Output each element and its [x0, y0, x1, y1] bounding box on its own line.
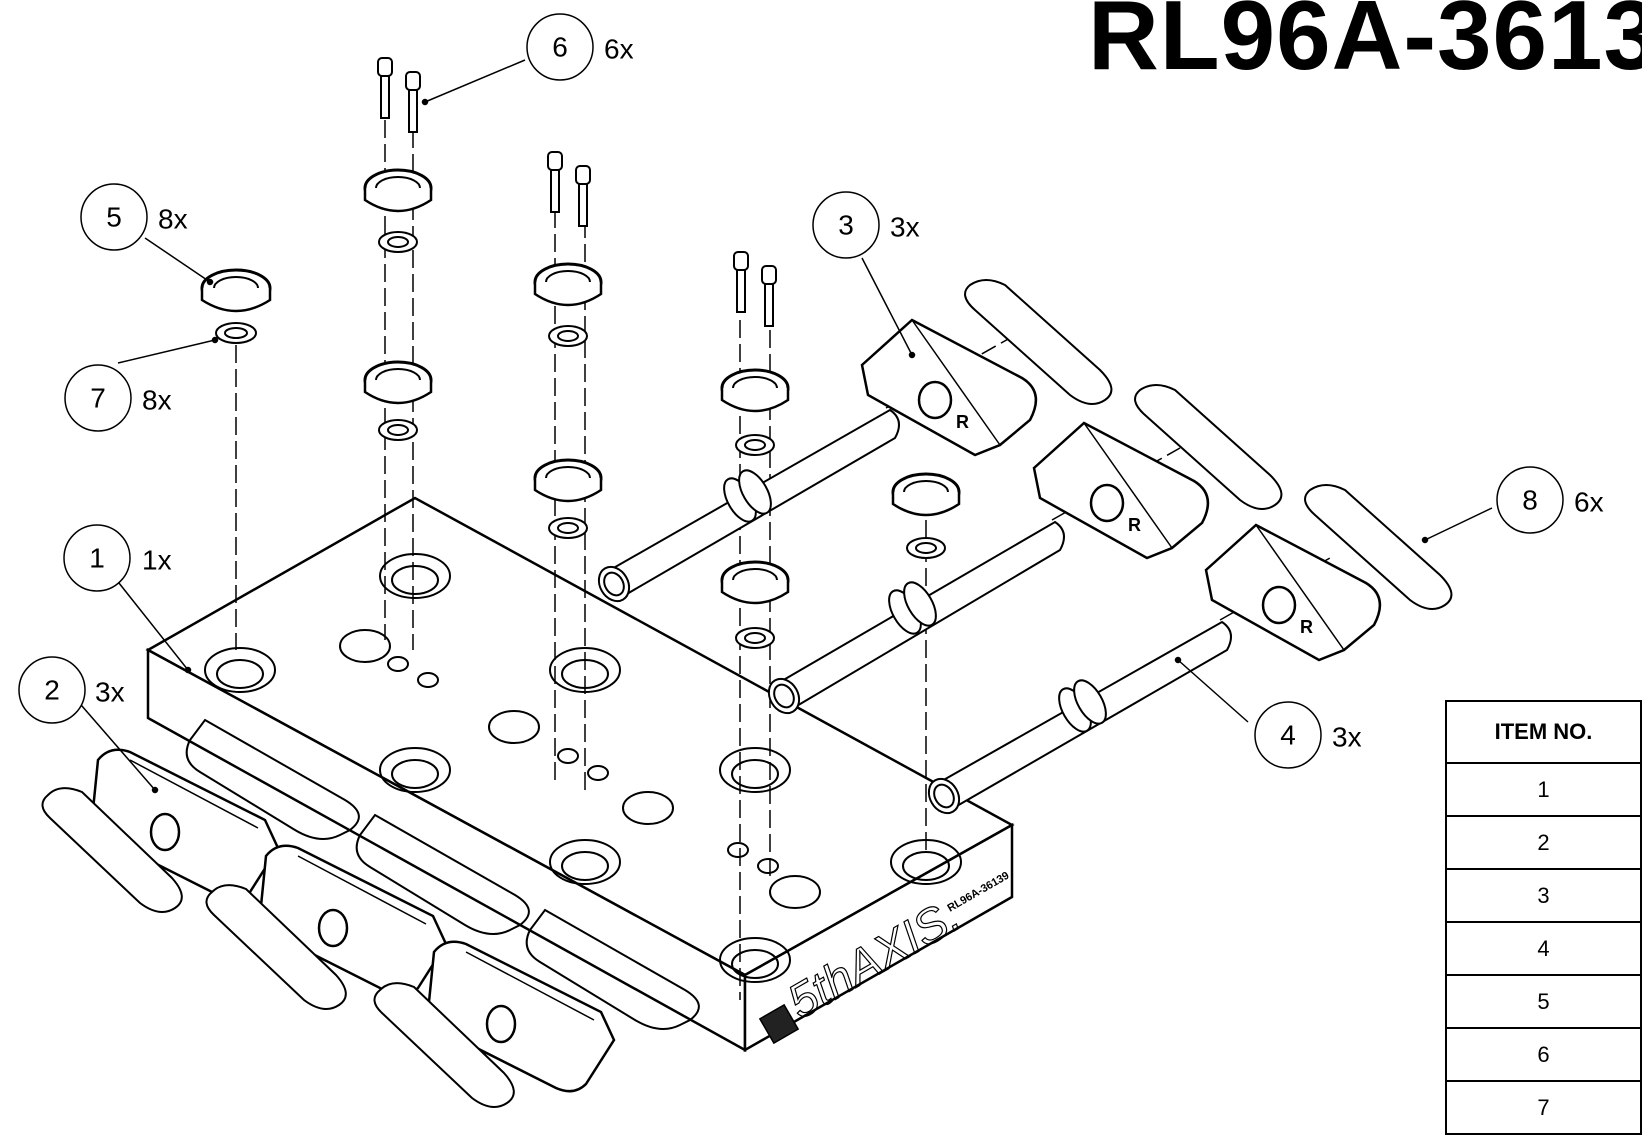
pull-pin-1 [597, 337, 1011, 603]
clamp-block-upper-3: R [1204, 523, 1382, 662]
balloon-7: 7 8x [64, 364, 172, 432]
balloon-2: 2 3x [18, 656, 125, 724]
seal-orings-upper [964, 279, 1453, 610]
balloon-6: 6 6x [526, 13, 634, 81]
balloon-7-number: 7 [90, 383, 106, 414]
fastener-stack-3 [533, 151, 603, 790]
balloon-5: 5 8x [80, 183, 188, 251]
bom-item: 2 [1445, 815, 1642, 870]
balloon-4: 4 3x [1254, 701, 1362, 769]
svg-text:R: R [1128, 515, 1141, 535]
balloon-1: 1 1x [63, 524, 172, 592]
balloon-6-qty: 6x [604, 34, 634, 65]
balloon-2-number: 2 [44, 675, 60, 706]
pull-pin-3 [927, 557, 1331, 815]
bom-item: 5 [1445, 974, 1642, 1029]
bom-item: 3 [1445, 868, 1642, 923]
balloon-8-number: 8 [1522, 485, 1538, 516]
plate-slots [185, 718, 700, 1030]
clamp-block-upper-1: R [860, 318, 1038, 457]
balloon-5-number: 5 [106, 202, 122, 233]
balloon-7-qty: 8x [142, 385, 172, 416]
fastener-stack-2 [363, 57, 433, 650]
bom-item: 6 [1445, 1027, 1642, 1082]
fastener-stack-1 [200, 268, 272, 650]
drawing-title: RL96A-36139 [1088, 0, 1642, 90]
seal-orings-lower [41, 787, 515, 1108]
balloon-3: 3 3x [812, 191, 920, 259]
balloon-8: 8 6x [1496, 466, 1604, 534]
balloon-3-number: 3 [838, 210, 854, 241]
clamp-block-upper-2: R [1032, 421, 1210, 560]
balloon-2-qty: 3x [95, 677, 125, 708]
balloon-4-qty: 3x [1332, 722, 1362, 753]
svg-text:R: R [1300, 617, 1313, 637]
bom-header-item-no: ITEM NO. [1445, 700, 1642, 764]
svg-text:R: R [956, 412, 969, 432]
clamp-blocks-lower [91, 748, 616, 1093]
bom-item: 7 [1445, 1080, 1642, 1135]
fastener-stack-5 [891, 472, 961, 850]
balloon-6-number: 6 [552, 32, 568, 63]
clamp-blocks-upper: R R R [860, 318, 1382, 662]
balloon-3-qty: 3x [890, 212, 920, 243]
leader-lines [74, 59, 1493, 794]
balloon-1-number: 1 [89, 543, 105, 574]
bom-item: 1 [1445, 762, 1642, 817]
balloon-1-qty: 1x [142, 545, 172, 576]
balloon-4-number: 4 [1280, 720, 1296, 751]
pull-pins [597, 337, 1331, 815]
bill-of-materials-table: ITEM NO. 1 2 3 4 5 6 7 [1445, 700, 1642, 1135]
balloon-5-qty: 8x [158, 204, 188, 235]
balloon-8-qty: 6x [1574, 487, 1604, 518]
bom-item: 4 [1445, 921, 1642, 976]
plate-holes [204, 553, 962, 983]
fastener-stack-4 [720, 251, 790, 1000]
